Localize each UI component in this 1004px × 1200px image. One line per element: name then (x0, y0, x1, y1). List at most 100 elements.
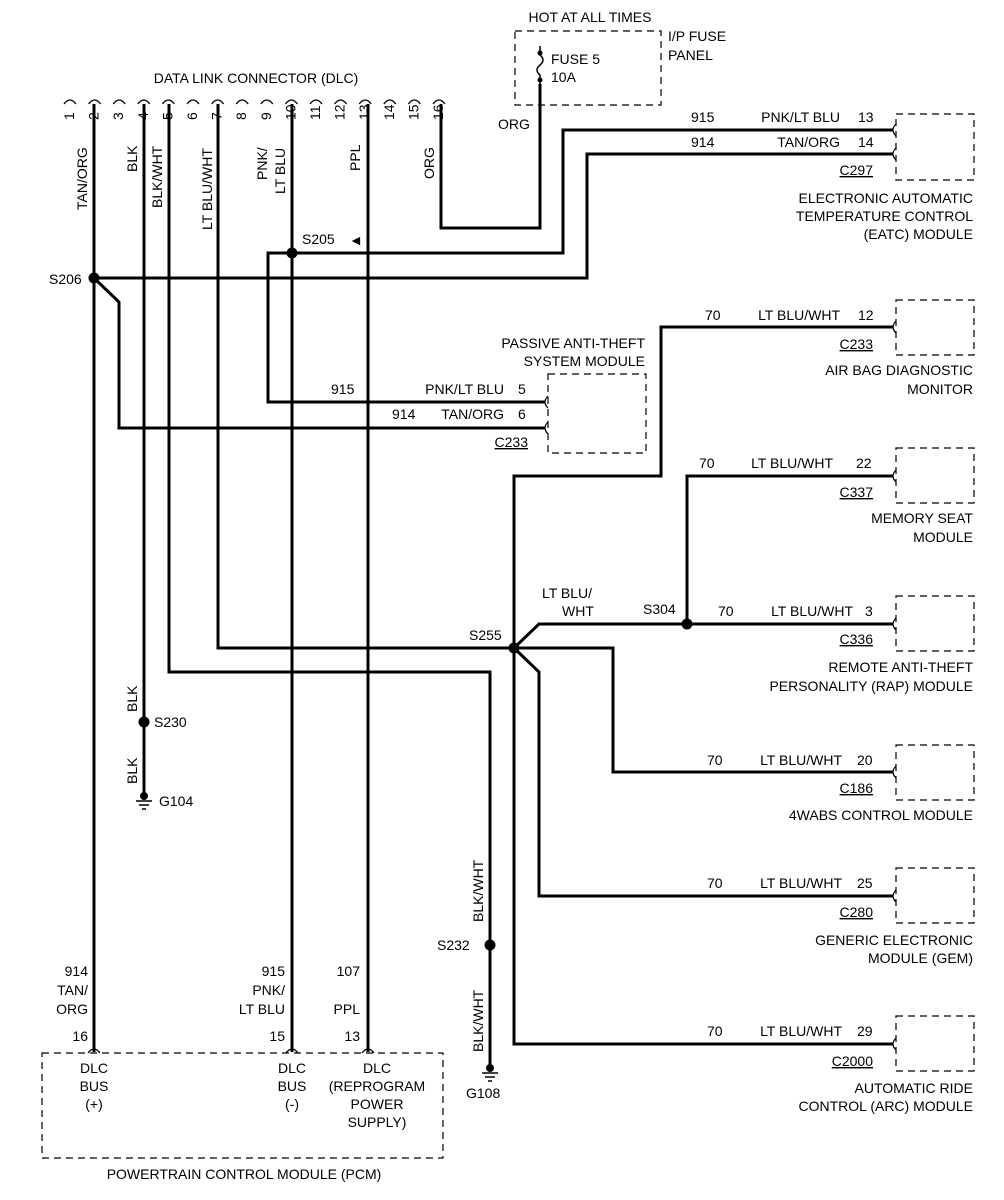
fuse-symbol (536, 46, 544, 84)
arc-module: 70 LT BLU/WHT 29 C2000 AUTOMATIC RIDE CO… (707, 1015, 975, 1114)
pcm-module: POWERTRAIN CONTROL MODULE (PCM) 914 TAN/… (41, 963, 444, 1182)
wire-70-airbag (512, 325, 893, 648)
dlc-pin-8 (235, 99, 249, 105)
splice-s205 (286, 247, 298, 259)
pcm-p16-l1: DLC (80, 1060, 108, 1076)
wire-70-arc (512, 648, 893, 1046)
pcm-p13-l1: DLC (363, 1060, 391, 1076)
arc-outline (895, 1015, 975, 1072)
memseat-color: LT BLU/WHT (751, 455, 833, 471)
dlc-pin-number-10: 10 (282, 104, 298, 120)
eatc-circuit-914: 914 (691, 134, 715, 150)
rap-pin-3 (892, 617, 897, 631)
arc-pin-number: 29 (857, 1023, 873, 1039)
wabs-outline (895, 744, 975, 801)
dlc-pin-number-6: 6 (184, 112, 200, 120)
wabs-color: LT BLU/WHT (760, 752, 842, 768)
gem-color: LT BLU/WHT (760, 875, 842, 891)
dlc-pin-6 (186, 99, 200, 105)
wire-70-memseat (685, 474, 893, 624)
fuse-panel-outline (514, 30, 662, 106)
dlc-pin-9 (260, 99, 274, 105)
wire-label-org: ORG (421, 147, 437, 179)
dlc-pin-number-3: 3 (110, 112, 126, 120)
dlc-pin-number-5: 5 (159, 112, 175, 120)
dlc-pin-7 (211, 99, 225, 105)
eatc-name-line3: (EATC) MODULE (864, 226, 973, 242)
gem-pin-25 (892, 889, 897, 903)
fuse-name: FUSE 5 (551, 51, 600, 67)
wabs-module: 70 LT BLU/WHT 20 C186 4WABS CONTROL MODU… (707, 744, 975, 823)
splice-s206 (88, 272, 100, 284)
wabs-circuit: 70 (707, 752, 723, 768)
pcm-p15-l2: BUS (278, 1078, 307, 1094)
wabs-pin-number: 20 (857, 752, 873, 768)
pats-pin-number-6: 6 (518, 406, 526, 422)
pcm-p15-color2: LT BLU (239, 1001, 285, 1017)
pats-circuit-914: 914 (392, 406, 416, 422)
hot-at-all-times-label: HOT AT ALL TIMES (529, 9, 652, 25)
dlc-pin-3 (112, 99, 126, 105)
dlc-pin-15 (407, 99, 421, 105)
wire-lt-blu-wht-pin7 (216, 104, 514, 650)
wire-70-gem (512, 646, 893, 898)
dlc-pin-number-13: 13 (356, 104, 372, 120)
dlc-pin-10 (284, 99, 298, 105)
ground-wire-blk-b: BLK (124, 757, 140, 784)
splice-s232-label: S232 (437, 937, 470, 953)
pcm-pin-13 (361, 1048, 375, 1054)
pats-pin-5 (544, 395, 549, 409)
splice-s304 (681, 618, 693, 630)
eatc-name-line1: ELECTRONIC AUTOMATIC (798, 190, 973, 206)
memseat-outline (895, 447, 975, 504)
dlc-pin-2 (88, 99, 102, 105)
eatc-module: 915 PNK/LT BLU 13 914 TAN/ORG 14 C297 EL… (691, 109, 975, 242)
wire-label-pnk: PNK/ (254, 147, 270, 180)
rap-circuit: 70 (718, 603, 734, 619)
pcm-p13-circuit: 107 (337, 963, 361, 979)
dlc-pin-13 (358, 99, 372, 105)
pats-circuit-915: 915 (331, 381, 355, 397)
wabs-pin-20 (892, 765, 897, 779)
ground-wire-blk-a: BLK (124, 685, 140, 712)
eatc-pin-13 (892, 123, 897, 137)
dlc-pin-5 (161, 99, 175, 105)
pats-connector: C233 (495, 434, 529, 450)
ground-g104-icon (136, 792, 152, 810)
splice-s232 (484, 939, 496, 951)
dlc-pin-number-8: 8 (233, 112, 249, 120)
airbag-pin-number: 12 (858, 307, 874, 323)
panel-label-line1: I/P FUSE (668, 28, 726, 44)
splice-s230-label: S230 (154, 714, 187, 730)
airbag-outline (895, 299, 975, 356)
gem-name-line1: GENERIC ELECTRONIC (815, 932, 973, 948)
pcm-p13-l4: SUPPLY) (348, 1114, 407, 1130)
wire-label-ppl: PPL (347, 144, 363, 171)
eatc-color-tan-org: TAN/ORG (777, 134, 840, 150)
gem-outline (895, 867, 975, 924)
pats-color-tan-org: TAN/ORG (441, 406, 504, 422)
splice-s205-label: S205 (302, 231, 335, 247)
pats-module: PASSIVE ANTI-THEFT SYSTEM MODULE 915 PNK… (331, 335, 647, 454)
rap-color: LT BLU/WHT (771, 603, 853, 619)
pcm-p15-pin: 15 (269, 1028, 285, 1044)
gem-circuit: 70 (707, 875, 723, 891)
rap-outline (895, 595, 975, 652)
pats-outline (547, 373, 647, 454)
ground-wire-blkwht-b: BLK/WHT (470, 989, 486, 1052)
airbag-name-line2: MONITOR (907, 381, 973, 397)
fuse-terminal-top (537, 50, 543, 56)
wire-label-lt-blu: LT BLU (272, 148, 288, 194)
wire-label-blk: BLK (124, 145, 140, 172)
dlc-pin-16 (432, 99, 446, 105)
airbag-circuit: 70 (705, 307, 721, 323)
wire-914-eatc (94, 152, 893, 280)
wire-label-tan-org: TAN/ORG (74, 147, 90, 210)
pcm-p15-l3: (-) (285, 1096, 299, 1112)
rap-module: 70 LT BLU/WHT 3 C336 REMOTE ANTI-THEFT P… (718, 595, 975, 694)
pcm-p13-pin: 13 (344, 1028, 360, 1044)
pcm-p16-pin: 16 (72, 1028, 88, 1044)
